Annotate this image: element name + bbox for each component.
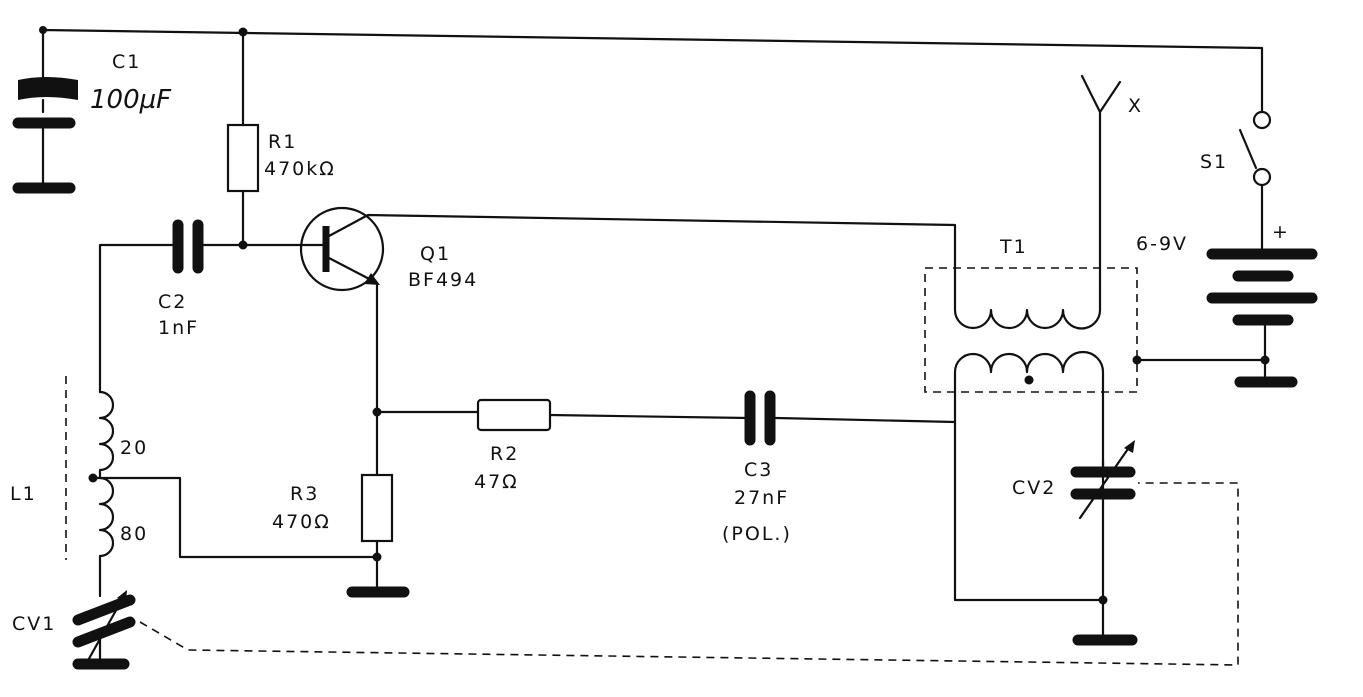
t1-label: T1 xyxy=(999,236,1028,258)
r3-label: R3 xyxy=(290,483,319,505)
c3-value: 27nF xyxy=(734,487,789,509)
c3-label: C3 xyxy=(744,459,773,481)
antenna: X xyxy=(1080,74,1143,286)
variable-capacitor-cv1: CV1 xyxy=(12,590,136,670)
c2-value: 1nF xyxy=(158,317,199,339)
r3-value: 470Ω xyxy=(272,511,331,533)
l1-tap-upper: 20 xyxy=(120,437,148,459)
l1-label: L1 xyxy=(10,483,37,505)
resistor-r3: R3 470Ω xyxy=(272,410,410,598)
s1-label: S1 xyxy=(1200,151,1228,173)
resistor-r1: R1 470kΩ xyxy=(226,30,336,250)
r2-value: 47Ω xyxy=(474,471,519,493)
capacitor-c2: C2 1nF xyxy=(98,219,310,394)
gang-link xyxy=(139,482,1239,666)
battery-voltage: 6-9V xyxy=(1136,233,1188,255)
supply-rail xyxy=(39,26,1264,114)
battery: 6-9V + xyxy=(1136,221,1318,388)
r1-value: 470kΩ xyxy=(264,158,336,180)
cv2-label: CV2 xyxy=(1012,477,1056,499)
battery-polarity: + xyxy=(1272,221,1290,243)
c3-note: (POL.) xyxy=(722,523,792,545)
switch-s1: S1 xyxy=(1200,110,1272,254)
transformer-t1: T1 xyxy=(924,236,1270,602)
l1-tap-lower: 80 xyxy=(120,523,148,545)
capacitor-c1: C1 100µF xyxy=(12,51,172,194)
inductor-l1: L1 20 80 xyxy=(10,376,379,598)
c1-value: 100µF xyxy=(90,85,172,115)
cv1-label: CV1 xyxy=(12,613,56,635)
q1-value: BF494 xyxy=(408,269,478,291)
emitter-network: R2 47Ω C3 27nF (POL.) xyxy=(372,390,1105,602)
c2-label: C2 xyxy=(158,291,187,313)
r2-label: R2 xyxy=(490,443,519,465)
c1-label: C1 xyxy=(112,51,141,73)
transistor-q1: Q1 BF494 xyxy=(299,206,957,414)
r1-label: R1 xyxy=(268,131,297,153)
q1-label: Q1 xyxy=(420,243,451,265)
variable-capacitor-cv2: CV2 xyxy=(1012,440,1138,646)
antenna-label: X xyxy=(1128,95,1143,117)
